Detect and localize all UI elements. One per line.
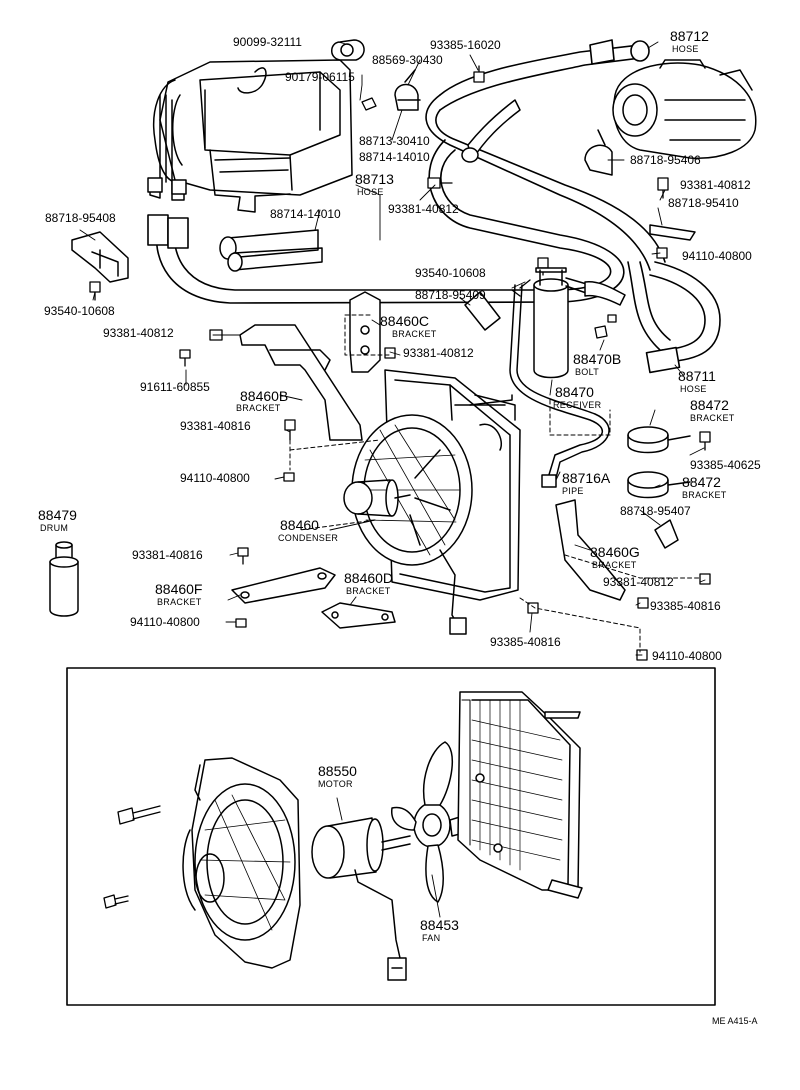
label-88718-95410: 88718-95410 bbox=[668, 196, 739, 210]
label-93385-40816-a: 93385-40816 bbox=[650, 599, 721, 613]
fasteners-drawing bbox=[89, 65, 711, 661]
label-93381-40812-a: 93381-40812 bbox=[680, 178, 751, 192]
label-91611-60855: 91611-60855 bbox=[140, 380, 210, 394]
label-88453: 88453 bbox=[420, 917, 459, 933]
label-88712: 88712 bbox=[670, 28, 709, 44]
label-93381-40812-d: 93381-40812 bbox=[403, 346, 474, 360]
bracket-88460g-drawing bbox=[555, 499, 679, 601]
label-88470-sub: RECEIVER bbox=[553, 400, 602, 410]
condenser-drawing bbox=[343, 369, 521, 635]
label-90179-06115: 90179-06115 bbox=[285, 70, 355, 84]
label-93385-40625: 93385-40625 bbox=[690, 458, 761, 472]
label-94110-40800-d: 94110-40800 bbox=[652, 649, 722, 663]
label-93381-40812-b: 93381-40812 bbox=[388, 202, 459, 216]
label-88550-sub: MOTOR bbox=[318, 779, 353, 789]
label-88470b-sub: BOLT bbox=[575, 367, 600, 377]
leader-lines bbox=[79, 41, 706, 656]
label-88479-sub: DRUM bbox=[40, 523, 69, 533]
label-88479: 88479 bbox=[38, 507, 77, 523]
exploded-condenser-drawing bbox=[457, 691, 583, 899]
exploded-fan-drawing bbox=[391, 741, 500, 903]
label-88716a: 88716A bbox=[562, 470, 611, 486]
hose-88711-drawing bbox=[627, 261, 721, 374]
label-88460g-sub: BRACKET bbox=[592, 560, 637, 570]
label-88460-sub: CONDENSER bbox=[278, 533, 339, 543]
exploded-shroud-drawing bbox=[182, 757, 301, 969]
label-88472-b: 88472 bbox=[682, 474, 721, 490]
label-88716a-sub: PIPE bbox=[562, 486, 584, 496]
hose-88712-drawing bbox=[425, 39, 666, 271]
label-88569-30430: 88569-30430 bbox=[372, 53, 443, 67]
label-88718-95409: 88718-95409 bbox=[415, 288, 486, 302]
label-93385-16020: 93385-16020 bbox=[430, 38, 501, 52]
dashed-leaders bbox=[289, 314, 701, 653]
label-90099-32111: 90099-32111 bbox=[233, 35, 302, 49]
label-93540-10608-b: 93540-10608 bbox=[44, 304, 115, 318]
exploded-view-frame bbox=[66, 667, 716, 1006]
label-88460c-sub: BRACKET bbox=[392, 329, 437, 339]
label-88460g: 88460G bbox=[590, 544, 640, 560]
label-88460b-sub: BRACKET bbox=[236, 403, 281, 413]
compressor-drawing bbox=[612, 59, 757, 159]
label-88460c: 88460C bbox=[380, 313, 430, 329]
label-88460: 88460 bbox=[280, 517, 319, 533]
exploded-motor-drawing bbox=[311, 817, 411, 981]
label-88714-14010-b: 88714-14010 bbox=[270, 207, 341, 221]
label-88713: 88713 bbox=[355, 171, 394, 187]
label-88453-sub: FAN bbox=[422, 933, 441, 943]
label-88718-95406: 88718-95406 bbox=[630, 153, 701, 167]
label-94110-40800-a: 94110-40800 bbox=[682, 249, 752, 263]
label-93540-10608-a: 93540-10608 bbox=[415, 266, 486, 280]
label-88713-sub: HOSE bbox=[357, 187, 384, 197]
bracket-88460c-drawing bbox=[349, 291, 381, 373]
bracket-88460b-drawing bbox=[239, 324, 363, 441]
diagram-code: ME A415-A bbox=[712, 1016, 758, 1026]
hose-88713-drawing bbox=[147, 139, 625, 304]
label-88470: 88470 bbox=[555, 384, 594, 400]
label-88472-a: 88472 bbox=[690, 397, 729, 413]
label-88470b: 88470B bbox=[573, 351, 622, 367]
drum-drawing bbox=[49, 541, 79, 617]
bracket-88460f-drawing bbox=[231, 567, 336, 604]
label-88460d-sub: BRACKET bbox=[346, 586, 391, 596]
label-88713-30410: 88713-30410 bbox=[359, 134, 430, 148]
label-88550: 88550 bbox=[318, 763, 357, 779]
label-88472-b-sub: BRACKET bbox=[682, 490, 727, 500]
label-94110-40800-c: 94110-40800 bbox=[130, 615, 200, 629]
label-93381-40812-c: 93381-40812 bbox=[103, 326, 174, 340]
label-88718-95407: 88718-95407 bbox=[620, 504, 691, 518]
label-93381-40816-a: 93381-40816 bbox=[180, 419, 251, 433]
label-88712-sub: HOSE bbox=[672, 44, 699, 54]
label-93385-40816-b: 93385-40816 bbox=[490, 635, 561, 649]
exploded-leader-lines bbox=[336, 797, 441, 918]
receiver-drawing bbox=[533, 267, 626, 379]
label-88460b: 88460B bbox=[240, 388, 289, 404]
label-88460d: 88460D bbox=[344, 570, 394, 586]
label-93381-40812-e: 93381-40812 bbox=[603, 575, 674, 589]
label-88711-sub: HOSE bbox=[680, 384, 707, 394]
label-88472-a-sub: BRACKET bbox=[690, 413, 735, 423]
label-94110-40800-b: 94110-40800 bbox=[180, 471, 250, 485]
evaporator-unit-drawing bbox=[147, 59, 353, 213]
hose-88714-drawing bbox=[219, 99, 521, 272]
pipe-88716a-drawing bbox=[509, 284, 610, 488]
label-93381-40816-b: 93381-40816 bbox=[132, 548, 203, 562]
label-88714-14010-a: 88714-14010 bbox=[359, 150, 430, 164]
bracket-88472-drawing bbox=[627, 426, 691, 499]
exploded-screws-drawing bbox=[103, 805, 161, 909]
label-88460f: 88460F bbox=[155, 581, 203, 597]
bracket-88460d-drawing bbox=[321, 602, 396, 629]
label-88711: 88711 bbox=[678, 368, 716, 384]
label-88460f-sub: BRACKET bbox=[157, 597, 202, 607]
label-88718-95408: 88718-95408 bbox=[45, 211, 116, 225]
